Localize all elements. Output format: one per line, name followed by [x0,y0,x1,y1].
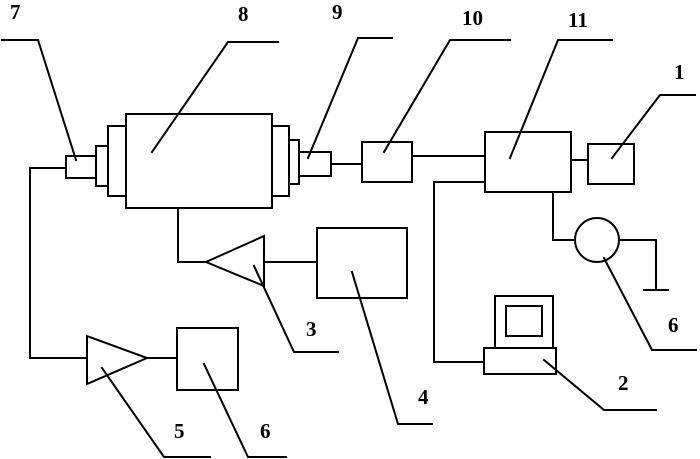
leader-7 [1,39,78,162]
wire-machine-amp3 [177,207,207,263]
right-flange-outer [271,125,290,197]
sensor-9-block [298,151,332,177]
leader-6-bottom [202,362,287,458]
label-10: 10 [462,6,483,30]
leader-10 [382,39,511,154]
label-8: 8 [238,2,249,26]
label-1: 1 [674,60,685,84]
leader-9 [306,37,393,160]
leader-lines [1,37,697,458]
block-1 [587,143,635,185]
label-4: 4 [418,385,429,409]
leader-5 [100,366,211,458]
leader-6-right [602,256,697,351]
wire-block11-computer [433,181,486,363]
left-flange-inner [95,145,109,187]
amplifier-3 [203,234,265,288]
label-2: 2 [618,371,629,395]
wire-sensor7-amp5 [29,167,88,359]
label-11: 11 [568,8,588,32]
leader-4 [350,270,433,425]
label-6-bottom: 6 [260,419,271,443]
machine-main-block [125,113,273,209]
leader-1 [610,94,696,160]
computer-icon [483,295,557,375]
sensor-7-block [65,155,97,179]
leader-11 [508,39,613,160]
label-6-right: 6 [668,313,679,337]
leader-8 [150,41,279,154]
wire-block11-meter [552,191,576,241]
leader-3 [252,264,339,353]
leader-2 [542,358,657,411]
label-7: 7 [10,0,21,24]
block-6-bottom [176,327,239,391]
amplifier-5 [86,334,150,386]
label-9: 9 [332,0,343,24]
meter-6-circle [574,217,620,263]
block-4 [316,227,408,299]
label-5: 5 [174,419,185,443]
computer-screen [505,305,543,337]
left-flange-outer [107,125,127,197]
labels: 7 8 9 10 11 1 3 4 5 6 6 2 [10,0,685,443]
right-flange-inner [288,139,300,185]
machine-body [95,113,300,209]
label-3: 3 [306,317,317,341]
block-11 [484,131,572,193]
wires [29,155,669,363]
wire-meter-ground [618,239,657,291]
